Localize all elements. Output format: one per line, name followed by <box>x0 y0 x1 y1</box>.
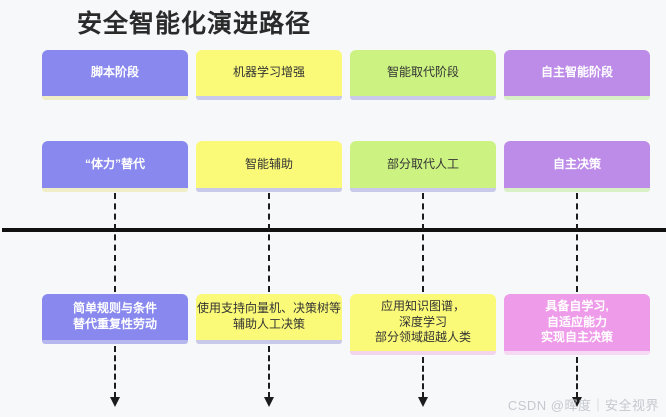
arrow-head-col1-icon <box>110 397 120 407</box>
box-ml-enhanced-stage: 机器学习增强 <box>196 50 342 100</box>
box-svm-decision-tree-detail: 使用支持向量机、决策树等 辅助人工决策 <box>196 294 342 344</box>
box-knowledge-graph-detail-label: 应用知识图谱， 深度学习 部分领域超越人类 <box>374 298 471 345</box>
box-intelligent-replace-stage-label: 智能取代阶段 <box>386 65 459 80</box>
box-partial-replace: 部分取代人工 <box>350 141 496 192</box>
box-self-learning-detail: 具备自学习, 自适应能力 实现自主决策 <box>504 294 650 355</box>
box-knowledge-graph-detail: 应用知识图谱， 深度学习 部分领域超越人类 <box>350 294 496 355</box>
arrow-dash-col2-lower <box>268 346 270 398</box>
arrow-dash-col1-upper <box>114 193 116 292</box>
box-autonomous-decision-label: 自主决策 <box>552 156 601 171</box>
phase-divider-line <box>2 228 666 232</box>
box-simple-rules-detail-label: 简单规则与条件 替代重复性劳动 <box>72 301 157 331</box>
arrow-dash-col4-lower <box>576 357 578 398</box>
arrow-dash-col4-upper <box>576 193 578 292</box>
box-script-stage-label: 脚本阶段 <box>90 65 139 80</box>
box-intelligent-assist-label: 智能辅助 <box>244 156 293 171</box>
watermark: CSDN @晖度｜安全视界 <box>507 398 659 413</box>
box-physical-replace: “体力”替代 <box>42 141 188 192</box>
box-ml-enhanced-stage-label: 机器学习增强 <box>232 65 305 80</box>
box-intelligent-replace-stage: 智能取代阶段 <box>350 50 496 100</box>
box-physical-replace-label: “体力”替代 <box>84 156 145 171</box>
arrow-head-col3-icon <box>418 397 428 407</box>
arrow-head-col4-icon <box>572 397 582 407</box>
box-partial-replace-label: 部分取代人工 <box>386 156 459 171</box>
arrow-dash-col3-lower <box>422 357 424 398</box>
box-simple-rules-detail: 简单规则与条件 替代重复性劳动 <box>42 294 188 344</box>
page-title: 安全智能化演进路径 <box>77 10 312 38</box>
arrow-dash-col3-upper <box>422 193 424 292</box>
box-autonomous-decision: 自主决策 <box>504 141 650 192</box>
box-script-stage: 脚本阶段 <box>42 50 188 100</box>
arrow-dash-col2-upper <box>268 193 270 292</box>
box-autonomous-stage-label: 自主智能阶段 <box>540 65 613 80</box>
box-intelligent-assist: 智能辅助 <box>196 141 342 192</box>
box-svm-decision-tree-detail-label: 使用支持向量机、决策树等 辅助人工决策 <box>196 301 341 331</box>
arrow-head-col2-icon <box>264 397 274 407</box>
box-autonomous-stage: 自主智能阶段 <box>504 50 650 100</box>
box-self-learning-detail-label: 具备自学习, 自适应能力 实现自主决策 <box>540 298 613 345</box>
arrow-dash-col1-lower <box>114 346 116 398</box>
